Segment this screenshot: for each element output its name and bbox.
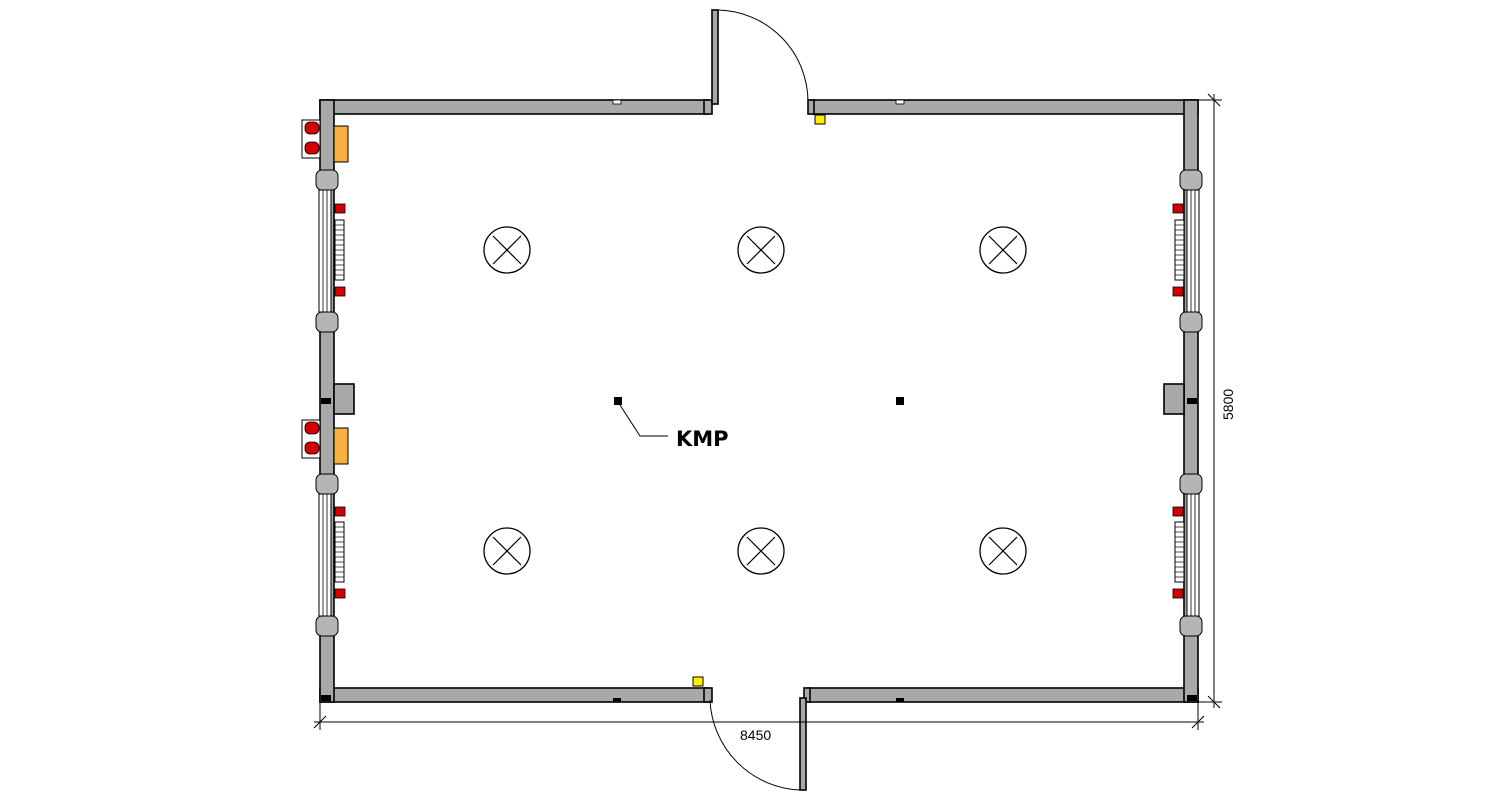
window-post (315, 473, 339, 495)
corner-marker (1187, 398, 1197, 404)
window-post (315, 615, 339, 637)
ceiling-lamp-icon (483, 226, 531, 274)
ceiling-lamp-icon (483, 527, 531, 575)
window (1186, 189, 1200, 313)
pilaster-left (333, 383, 355, 415)
door-leaf-bottom (799, 697, 807, 791)
corner-marker (321, 398, 331, 404)
radiator (334, 219, 345, 281)
heater-valve (1172, 506, 1184, 517)
window-post (1179, 473, 1203, 495)
dimension-height: 5800 (1198, 93, 1236, 709)
right-wall-equipment (1172, 169, 1203, 637)
heater-valve (1172, 203, 1184, 214)
ceiling-lamps (483, 226, 1027, 575)
heater-valve (334, 588, 346, 599)
heater-valve (1172, 286, 1184, 297)
leader-line (619, 404, 668, 437)
door-jamb (803, 687, 811, 703)
wall-bottom-right (807, 687, 1199, 703)
window-post (315, 311, 339, 333)
window-post (1179, 311, 1203, 333)
wall-top-right (811, 99, 1199, 115)
window (1186, 493, 1200, 617)
corner-marker (1187, 695, 1197, 701)
distribution-panel (333, 125, 349, 163)
ceiling-lamp-icon (737, 226, 785, 274)
wall-notch (613, 698, 621, 702)
door-bottom[interactable] (703, 687, 811, 791)
sensor-point (896, 397, 904, 405)
radiator (1174, 521, 1185, 583)
socket-icon (304, 121, 320, 135)
door-leaf-top (711, 9, 719, 105)
left-wall-equipment (301, 119, 349, 637)
radiator (334, 521, 345, 583)
door-jamb (807, 99, 815, 115)
sensor-label: KMP (676, 427, 729, 451)
wall-notch (896, 698, 904, 702)
heater-valve (1172, 588, 1184, 599)
radiator (1174, 219, 1185, 281)
socket-icon (304, 141, 320, 155)
ceiling-lamp-icon (737, 527, 785, 575)
wall-bottom-left (319, 687, 709, 703)
socket-icon (304, 441, 320, 455)
heater-valve (334, 286, 346, 297)
corner-marker (321, 695, 331, 701)
ceiling-lamp-icon (979, 527, 1027, 575)
socket-icon (304, 421, 320, 435)
width-dimension-label: 8450 (740, 727, 771, 743)
heater-valve (334, 506, 346, 517)
door-swing-arc (709, 699, 801, 791)
wall-notch (895, 99, 905, 105)
distribution-panel (333, 427, 349, 465)
door-jamb (703, 99, 713, 115)
pilaster-right (1163, 383, 1185, 415)
wall-notch (612, 99, 622, 105)
wall-top-left (319, 99, 709, 115)
light-switch (814, 114, 826, 125)
sensor-point (614, 397, 622, 405)
window-post (315, 169, 339, 191)
height-dimension-label: 5800 (1220, 389, 1236, 420)
window-post (1179, 615, 1203, 637)
walls (319, 99, 1199, 703)
door-top[interactable] (703, 9, 815, 115)
door-jamb (703, 687, 713, 703)
ceiling-lamp-icon (979, 226, 1027, 274)
window-post (1179, 169, 1203, 191)
door-swing-arc (717, 9, 809, 103)
window (318, 493, 332, 617)
heater-valve (334, 203, 346, 214)
light-switch (692, 676, 704, 687)
dimension-width: 8450 (313, 702, 1205, 743)
window (318, 189, 332, 313)
